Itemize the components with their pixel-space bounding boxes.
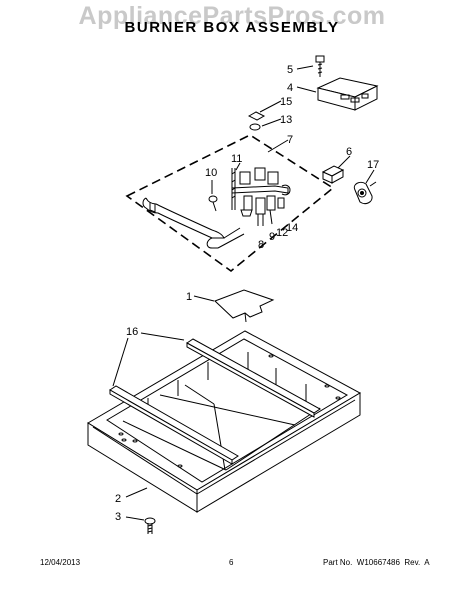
part-13-washer <box>249 123 261 131</box>
leader-13 <box>261 118 282 127</box>
part-17-switch <box>353 181 377 205</box>
part-16-rails <box>109 338 321 465</box>
part-12-orifice <box>266 195 276 225</box>
part-9-orifice <box>255 197 266 226</box>
callout-4: 4 <box>287 82 293 94</box>
diagram-title: BURNER BOX ASSEMBLY <box>124 19 340 36</box>
leader-2 <box>125 487 148 498</box>
leader-3 <box>125 516 145 521</box>
callout-3: 3 <box>115 511 121 523</box>
callout-7: 7 <box>287 134 293 146</box>
callout-17: 17 <box>367 159 379 171</box>
part-7-burner-assembly-outline <box>125 134 335 273</box>
part-8-spud <box>240 195 253 217</box>
part-14-hood <box>277 197 285 209</box>
leader-1 <box>193 295 215 302</box>
part-4-spark-module <box>316 77 379 111</box>
part-5-screw <box>315 55 325 77</box>
callout-11: 11 <box>231 153 242 165</box>
part-3-screw <box>144 517 156 534</box>
part-1-heat-shield <box>214 289 275 323</box>
leader-4 <box>296 86 317 93</box>
callout-16: 16 <box>126 326 138 338</box>
gas-manifold <box>231 184 291 196</box>
leader-17 <box>365 169 375 184</box>
footer-page-number: 6 <box>229 558 234 567</box>
callout-2: 2 <box>115 493 121 505</box>
leader-7 <box>267 139 289 153</box>
part-6-bracket <box>321 165 345 184</box>
footer-date: 12/04/2013 <box>40 558 81 567</box>
leader-5 <box>296 65 314 70</box>
callout-12: 12 <box>276 227 288 239</box>
part-11-electrodes <box>231 167 279 210</box>
callout-14: 14 <box>286 222 298 234</box>
leader-15 <box>259 100 282 113</box>
leader-16a <box>140 332 185 341</box>
callout-9: 9 <box>269 231 275 243</box>
part-10-screw <box>208 195 218 212</box>
footer-part-number: Part No. W10667486 Rev. A <box>323 558 430 567</box>
burner-box-tray <box>87 330 362 513</box>
leader-16b <box>112 337 129 387</box>
callout-1: 1 <box>186 291 192 303</box>
callout-10: 10 <box>205 167 217 179</box>
callout-8: 8 <box>258 239 264 251</box>
callout-13: 13 <box>280 114 292 126</box>
leader-6 <box>337 155 351 169</box>
leader-11 <box>235 162 241 171</box>
burner-tube <box>142 197 245 249</box>
watermark: AppliancePartsPros.com <box>78 2 386 30</box>
callout-15: 15 <box>280 96 292 108</box>
callout-6: 6 <box>346 146 352 158</box>
callout-5: 5 <box>287 64 293 76</box>
part-15-clip <box>247 111 266 121</box>
